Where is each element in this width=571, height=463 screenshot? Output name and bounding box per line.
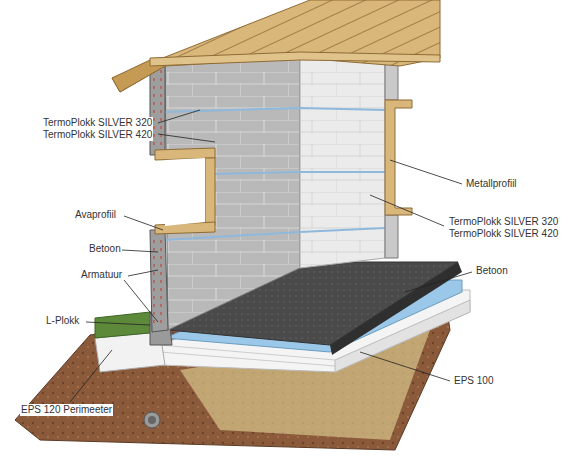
part-label: Betoon xyxy=(475,265,509,277)
part-label: Avaprofiil xyxy=(74,209,117,221)
part-label: Armatuur xyxy=(80,269,123,281)
part-label: L-Plokk xyxy=(45,315,80,327)
part-label: TermoPlokk SILVER 320 xyxy=(448,216,559,228)
part-label: EPS 100 xyxy=(453,375,494,387)
part-label: EPS 120 Perimeeter xyxy=(20,404,113,416)
leader-lines xyxy=(70,110,472,402)
part-label: Betoon xyxy=(88,243,122,255)
part-label: Metallprofiil xyxy=(465,178,518,190)
part-label: TermoPlokk SILVER 420 xyxy=(448,228,559,240)
part-label: TermoPlokk SILVER 320 xyxy=(42,117,153,129)
part-label: TermoPlokk SILVER 420 xyxy=(42,129,153,141)
